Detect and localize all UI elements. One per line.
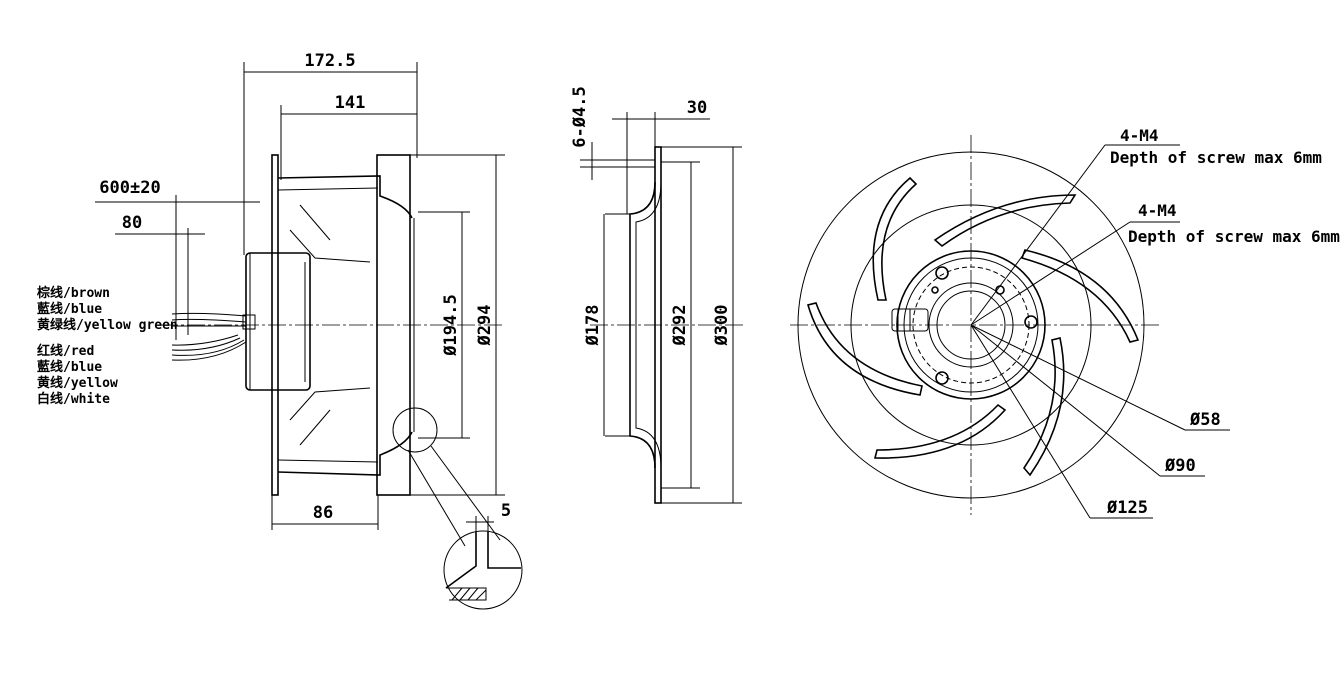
screw-thread-1: 4-M4	[1120, 126, 1159, 145]
dim-86: 86	[313, 503, 333, 523]
front-view: 4-M4 Depth of screw max 6mm 4-M4 Depth o…	[790, 126, 1340, 519]
wire-blue-2: 藍线/blue	[37, 359, 102, 375]
wire-yellow: 黄线/yellow	[37, 375, 118, 391]
inlet-ring-view: 6-Ø4.5 30 Ø178 Ø292 Ø300	[570, 86, 745, 504]
dim-d292: Ø292	[670, 305, 690, 347]
dim-d58: Ø58	[1189, 410, 1221, 430]
dim-d90: Ø90	[1164, 456, 1196, 476]
dim-d194-5: Ø194.5	[441, 294, 461, 356]
dim-d300: Ø300	[712, 305, 732, 347]
screw-depth-1: Depth of screw max 6mm	[1110, 148, 1322, 167]
dim-5: 5	[501, 501, 511, 521]
wire-brown: 棕线/brown	[36, 285, 110, 301]
dim-141: 141	[335, 93, 366, 113]
dim-d294: Ø294	[475, 305, 495, 347]
dim-30: 30	[687, 98, 707, 118]
dim-d178: Ø178	[583, 305, 603, 347]
wire-red: 红线/red	[37, 343, 94, 359]
wire-yellow-green: 黄绿线/yellow green	[37, 317, 178, 333]
wire-blue: 藍线/blue	[37, 301, 102, 317]
dim-600: 600±20	[99, 178, 160, 198]
screw-depth-2: Depth of screw max 6mm	[1128, 227, 1340, 246]
dim-172-5: 172.5	[304, 51, 355, 71]
wire-white: 白线/white	[37, 391, 110, 407]
dim-d125: Ø125	[1106, 498, 1148, 518]
dim-6-d4-5: 6-Ø4.5	[570, 86, 590, 147]
screw-thread-2: 4-M4	[1138, 201, 1177, 220]
detail-view	[443, 516, 523, 610]
side-view: 172.5 141 600±20 80 86 5 Ø194.5 Ø294 棕线/…	[36, 51, 523, 610]
dim-80: 80	[122, 213, 142, 233]
